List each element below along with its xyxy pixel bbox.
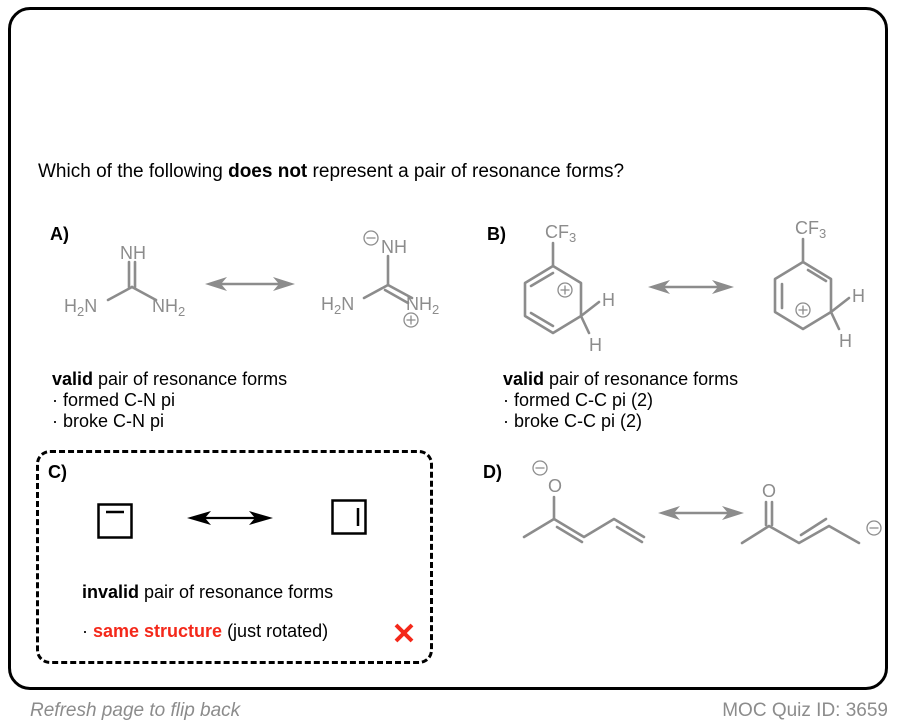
h2n-label: H2N <box>64 296 97 319</box>
option-b-explanation: valid pair of resonance forms · formed C… <box>503 369 738 432</box>
verdict-text: pair of resonance forms <box>93 369 288 389</box>
h-label: H <box>839 331 852 351</box>
plus-charge-icon <box>403 312 419 328</box>
option-c-verdict: invalid pair of resonance forms <box>82 582 333 603</box>
quiz-id: MOC Quiz ID: 3659 <box>722 700 888 721</box>
nh-minus-label: NH <box>381 237 407 257</box>
minus-charge-icon <box>866 520 882 536</box>
question-text: Which of the following does not represen… <box>38 161 624 183</box>
flip-back-hint: Refresh page to flip back <box>30 700 241 721</box>
oxygen-label: O <box>762 481 776 501</box>
cf3-label: CF3 <box>545 222 576 245</box>
nh2-plus-label: NH2 <box>406 294 439 317</box>
option-d-label: D) <box>483 462 502 482</box>
question-prefix: Which of the following <box>38 161 229 182</box>
minus-charge-icon <box>532 460 548 476</box>
option-a-left-structure: NH H2N NH2 <box>64 243 185 319</box>
incorrect-x-icon <box>394 623 414 643</box>
h-label: H <box>589 335 602 355</box>
option-b-resonance-arrow <box>648 280 734 294</box>
plus-charge-icon <box>795 302 811 318</box>
option-b-label: B) <box>487 224 506 244</box>
bullet-text: broke C-C pi (2) <box>514 411 643 431</box>
oxygen-label: O <box>548 476 562 496</box>
option-b-right-structure: CF3 H H <box>773 218 865 351</box>
option-a-right-structure: NH H2N NH2 <box>321 230 439 328</box>
verdict-valid: valid <box>52 369 94 389</box>
option-c-label: C) <box>48 462 67 482</box>
option-d-left-structure: O <box>522 460 646 544</box>
verdict-text: pair of resonance forms <box>139 582 334 602</box>
bullet-text: broke C-N pi <box>63 411 165 431</box>
bullet-item: · same structure (just rotated) <box>82 621 329 641</box>
bullet-item: · broke C-C pi (2) <box>503 411 643 431</box>
verdict-invalid: invalid <box>82 582 140 602</box>
question-emphasis: does not <box>228 161 308 182</box>
plus-charge-icon <box>557 282 573 298</box>
option-a-label: A) <box>50 224 69 244</box>
verdict-text: pair of resonance forms <box>544 369 739 389</box>
option-c-resonance-arrow <box>187 511 273 525</box>
question-suffix: represent a pair of resonance forms? <box>307 161 625 182</box>
h2n-label: H2N <box>321 294 354 317</box>
nh2-label: NH2 <box>152 296 185 319</box>
bullet-text: formed C-C pi (2) <box>514 390 654 410</box>
h-label: H <box>852 286 865 306</box>
bullet-text: (just rotated) <box>222 621 329 641</box>
quiz-card-back[interactable] <box>8 7 888 690</box>
verdict-valid: valid <box>503 369 545 389</box>
option-a-explanation: valid pair of resonance forms · formed C… <box>52 369 287 432</box>
minus-charge-icon <box>363 230 379 246</box>
bullet-item: · formed C-C pi (2) <box>503 390 654 410</box>
option-d-resonance-arrow <box>658 506 744 520</box>
bullet-item: · formed C-N pi <box>52 390 176 410</box>
option-b-left-structure: CF3 H H <box>523 222 615 355</box>
bullet-highlight: same structure <box>93 621 223 641</box>
cf3-label: CF3 <box>795 218 826 241</box>
nh-label: NH <box>120 243 146 263</box>
option-c-right-structure <box>331 499 367 535</box>
bullet-text: formed C-N pi <box>63 390 176 410</box>
option-c-highlight-box <box>36 450 433 664</box>
option-c-left-structure <box>97 503 133 539</box>
option-d-right-structure: O <box>740 481 882 545</box>
option-a-resonance-arrow <box>205 277 295 291</box>
bullet-item: · broke C-N pi <box>52 411 165 431</box>
h-label: H <box>602 290 615 310</box>
